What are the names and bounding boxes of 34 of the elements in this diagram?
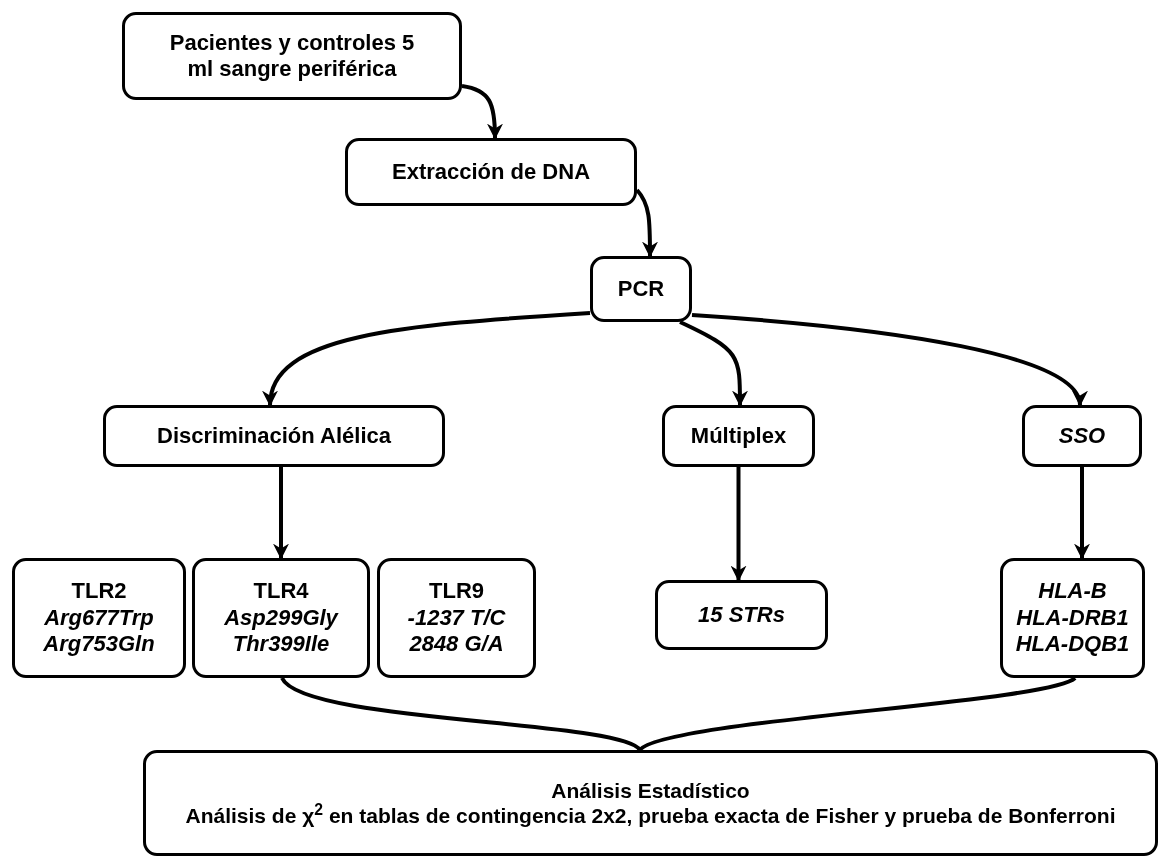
- process-box: [103, 405, 445, 467]
- node-text: TLR9: [428, 578, 485, 605]
- node-text: Asp299Gly Thr399Ile: [223, 604, 340, 658]
- process-box: [1022, 405, 1142, 467]
- node-text: Análisis de χ$^{2}$ en tablas de contingencia 2x2, prueba exacta de Fisher y prueba de Bonferroni: [185, 803, 1116, 829]
- node-text: TLR2: [70, 578, 128, 605]
- process-box: [192, 558, 370, 678]
- process-box: [122, 12, 462, 100]
- process-box: [143, 750, 1158, 856]
- node-text: Pacientes y controles 5 ml sangre periférica: [168, 29, 416, 83]
- process-box: [662, 405, 815, 467]
- process-box: [345, 138, 637, 206]
- arrow: [461, 84, 503, 140]
- process-box: [1000, 558, 1145, 678]
- node-text: TLR4: [252, 578, 310, 605]
- node-text: PCR: [617, 275, 665, 303]
- node-text: SSO: [1058, 422, 1106, 450]
- node-text: Extracción de DNA: [391, 158, 591, 186]
- arrow: [1074, 467, 1090, 560]
- node-text: Análisis Estadístico: [551, 777, 750, 803]
- node-text: HLA-B HLA-DRB1 HLA-DQB1: [1014, 578, 1131, 658]
- node-text: 15 STRs: [698, 601, 785, 629]
- process-box: [12, 558, 186, 678]
- arrow: [730, 467, 747, 582]
- node-text: -1237 T/C 2848 G/A: [406, 604, 507, 658]
- process-box: [377, 558, 536, 678]
- node-text: Arg677Trp Arg753Gln: [42, 604, 156, 658]
- node-text: Múltiplex: [690, 422, 787, 450]
- arrow: [273, 467, 289, 560]
- arrow: [635, 188, 658, 258]
- process-box: [655, 580, 828, 650]
- node-text: Discriminación Alélica: [157, 422, 391, 450]
- arrow: [264, 311, 591, 407]
- process-box: [590, 256, 692, 322]
